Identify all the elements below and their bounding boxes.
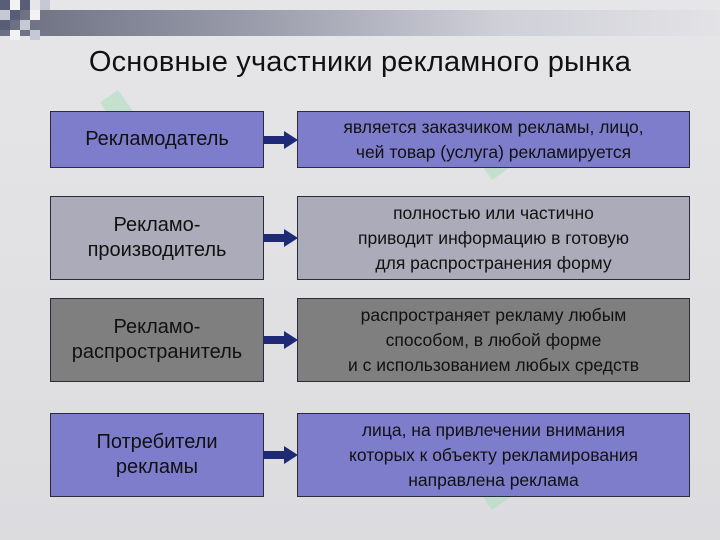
page-title: Основные участники рекламного рынка bbox=[88, 46, 632, 78]
title-bar-decoration bbox=[0, 10, 720, 36]
arrow-right-icon bbox=[264, 229, 298, 247]
participant-label: Рекламо- производитель bbox=[87, 214, 227, 261]
participant-box-advertiser: Рекламодатель bbox=[50, 111, 264, 168]
arrow-right-icon bbox=[264, 131, 298, 149]
arrow-shaft bbox=[264, 336, 286, 344]
corner-checker-decoration bbox=[0, 0, 60, 44]
arrow-head bbox=[284, 229, 298, 247]
arrow-shaft bbox=[264, 234, 286, 242]
description-box-advertiser: является заказчиком рекламы, лицо, чей т… bbox=[297, 111, 690, 168]
arrow-right-icon bbox=[264, 331, 298, 349]
description-box-consumers: лица, на привлечении внимания которых к … bbox=[297, 413, 690, 497]
arrow-shaft bbox=[264, 451, 286, 459]
description-text: полностью или частично приводит информац… bbox=[358, 202, 629, 273]
description-text: лица, на привлечении внимания которых к … bbox=[349, 419, 638, 490]
participant-label: Рекламодатель bbox=[85, 128, 229, 150]
arrow-shaft bbox=[264, 136, 286, 144]
description-box-distributor: распространяет рекламу любым способом, в… bbox=[297, 298, 690, 382]
arrow-right-icon bbox=[264, 446, 298, 464]
description-text: распространяет рекламу любым способом, в… bbox=[347, 304, 640, 375]
participant-label: Рекламо- распространитель bbox=[71, 316, 243, 363]
description-box-producer: полностью или частично приводит информац… bbox=[297, 196, 690, 280]
arrow-head bbox=[284, 131, 298, 149]
participant-box-producer: Рекламо- производитель bbox=[50, 196, 264, 280]
arrow-head bbox=[284, 331, 298, 349]
participant-label: Потребители рекламы bbox=[96, 431, 218, 478]
participant-box-consumers: Потребители рекламы bbox=[50, 413, 264, 497]
arrow-head bbox=[284, 446, 298, 464]
description-text: является заказчиком рекламы, лицо, чей т… bbox=[343, 116, 644, 162]
participant-box-distributor: Рекламо- распространитель bbox=[50, 298, 264, 382]
